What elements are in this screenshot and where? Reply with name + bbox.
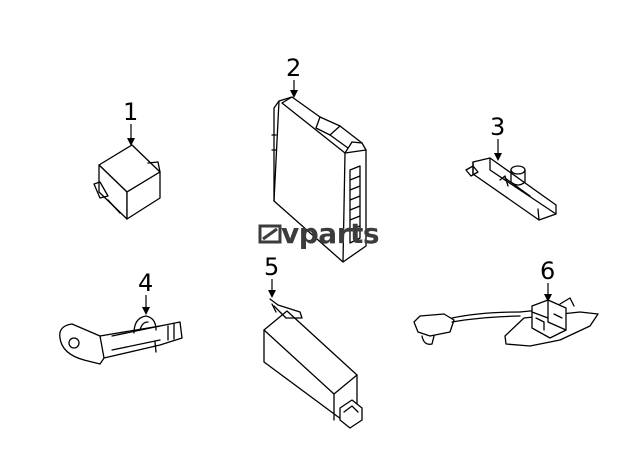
part-1-relay[interactable] xyxy=(93,144,161,220)
callout-5: 5 xyxy=(264,253,279,281)
callout-3: 3 xyxy=(490,113,505,141)
part-5-receiver[interactable] xyxy=(263,298,363,429)
callout-1: 1 xyxy=(123,98,138,126)
callout-2: 2 xyxy=(286,54,301,82)
watermark-logo: vparts xyxy=(258,217,380,250)
watermark-text: vparts xyxy=(281,217,379,250)
part-2-control-module[interactable] xyxy=(271,96,367,263)
part-4-antenna[interactable] xyxy=(59,315,183,365)
callout-4: 4 xyxy=(138,269,153,297)
callout-6: 6 xyxy=(540,257,555,285)
part-3-sensor[interactable] xyxy=(465,157,557,221)
part-6-cable-sensor[interactable] xyxy=(413,297,599,347)
